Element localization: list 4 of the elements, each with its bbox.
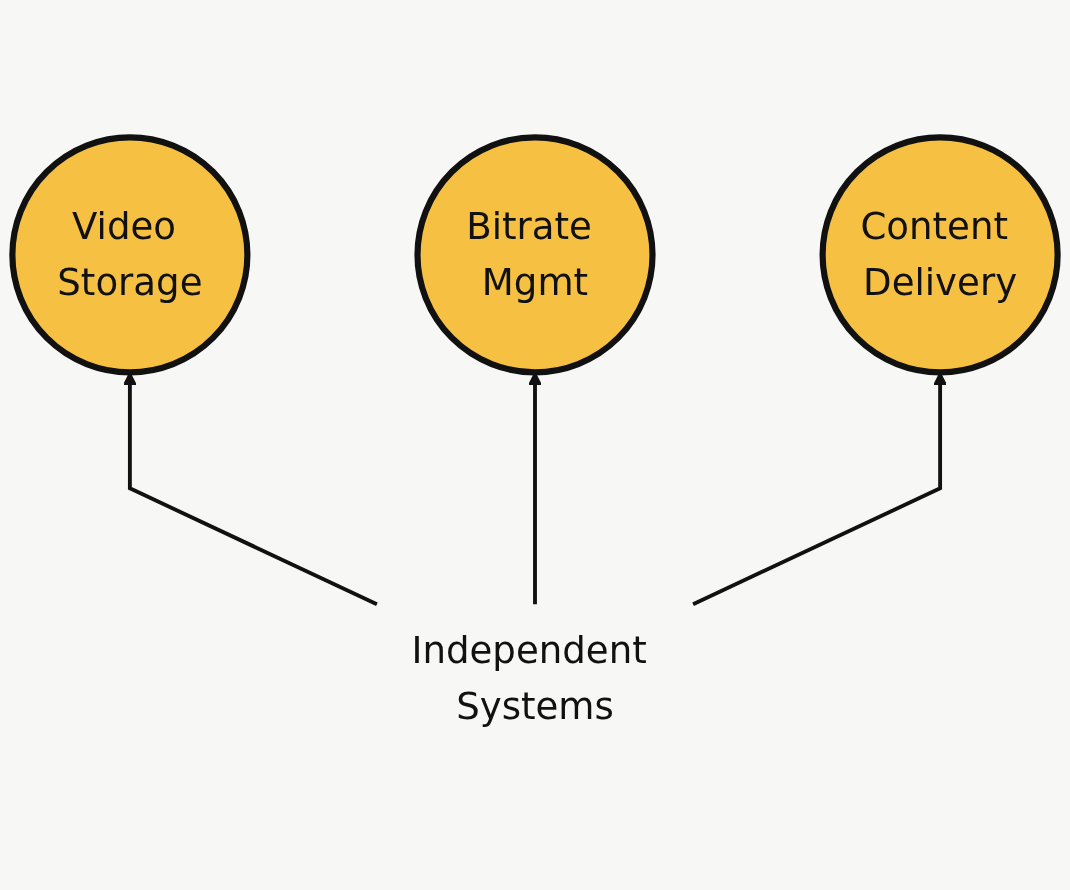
node-circle: Bitrate Mgmt <box>414 134 656 376</box>
node-circle: Content Delivery <box>819 134 1061 376</box>
node-text: Independent Systems <box>411 629 647 728</box>
node-circle: Video Storage <box>9 134 251 376</box>
